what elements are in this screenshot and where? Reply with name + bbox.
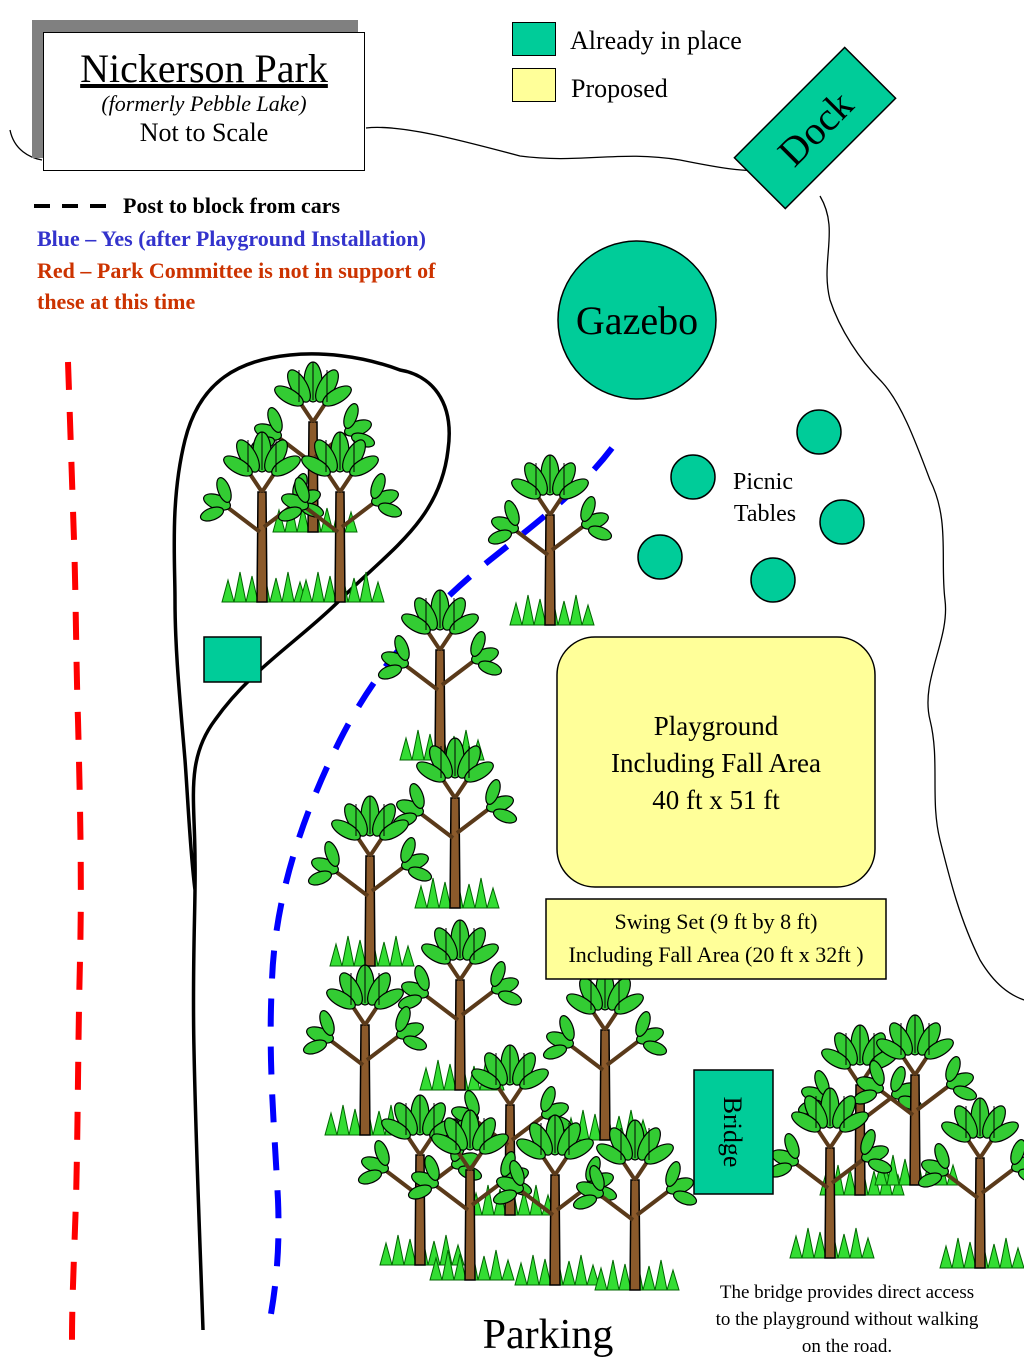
tree-icon xyxy=(484,453,616,627)
map-title: Nickerson Park xyxy=(80,46,328,91)
swing-label-2: Including Fall Area (20 ft x 32ft ) xyxy=(568,942,863,967)
posts-note: Post to block from cars xyxy=(123,193,341,218)
blue-post-line xyxy=(265,446,615,1331)
bridge-note-1: The bridge provides direct access xyxy=(720,1282,974,1303)
tree-icon xyxy=(389,736,521,910)
parking-label: Parking xyxy=(483,1312,614,1358)
legend-label-in-place: Already in place xyxy=(570,26,742,55)
bridge-note-2: to the playground without walking xyxy=(716,1309,979,1330)
playground-label-3: 40 ft x 51 ft xyxy=(652,785,780,815)
map-subtitle: (formerly Pebble Lake) xyxy=(101,91,307,116)
title-box: Nickerson Park (formerly Pebble Lake) No… xyxy=(43,32,365,171)
bridge-note-3: on the road. xyxy=(802,1336,892,1357)
playground xyxy=(556,636,876,888)
playground-label-1: Playground xyxy=(654,711,779,741)
red-post-line xyxy=(65,361,84,1341)
swing-set xyxy=(545,898,887,980)
blue-note: Blue – Yes (after Playground Installatio… xyxy=(37,226,426,251)
red-note-2: these at this time xyxy=(37,289,196,314)
gazebo xyxy=(557,240,717,400)
dock: Dock xyxy=(733,46,897,210)
legend-swatch-proposed xyxy=(512,68,556,102)
picnic-table xyxy=(670,454,716,500)
shoreline xyxy=(9,126,1024,1001)
legend-label-proposed: Proposed xyxy=(571,74,668,103)
picnic-table xyxy=(796,409,842,455)
gazebo-label: Gazebo xyxy=(576,298,698,343)
scale-note: Not to Scale xyxy=(139,118,269,147)
tree-icon xyxy=(374,588,506,762)
red-note-1: Red – Park Committee is not in support o… xyxy=(37,258,436,283)
picnic-label-2: Tables xyxy=(734,501,796,527)
tree-icon xyxy=(914,1096,1024,1270)
swing-label-1: Swing Set (9 ft by 8 ft) xyxy=(615,909,818,934)
picnic-table xyxy=(819,499,865,545)
playground-label-2: Including Fall Area xyxy=(611,748,821,778)
bridge-label: Bridge xyxy=(718,1097,747,1168)
legend-swatch-in-place xyxy=(512,22,556,56)
small-structure xyxy=(203,636,262,683)
bridge xyxy=(693,1069,774,1195)
picnic-tables xyxy=(637,409,865,603)
picnic-table xyxy=(637,534,683,580)
walking-path xyxy=(172,352,451,1331)
picnic-label-1: Picnic xyxy=(733,469,793,495)
picnic-table xyxy=(750,557,796,603)
